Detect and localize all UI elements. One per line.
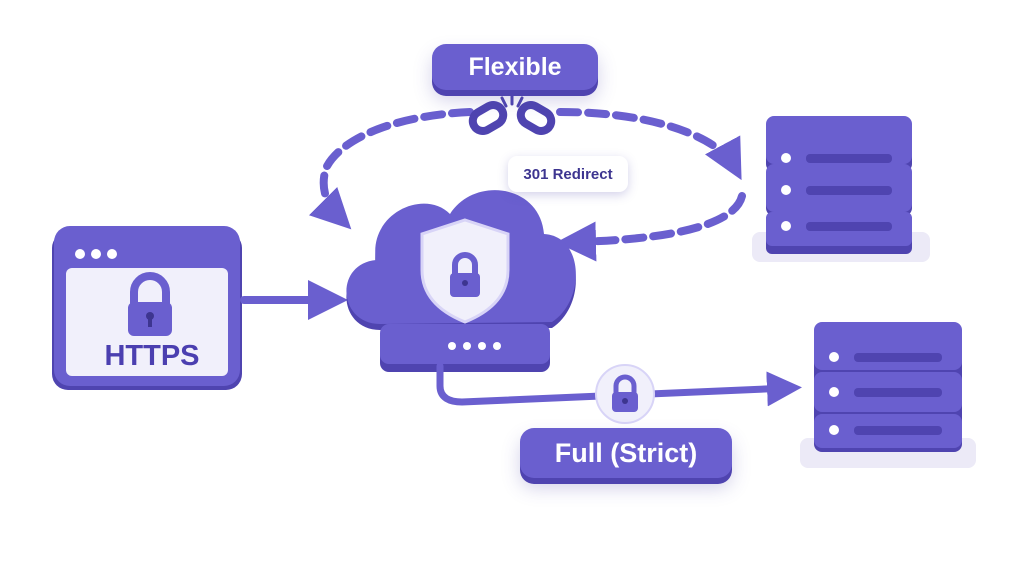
strict-path [436,362,802,407]
router-icon [380,324,550,372]
broken-chain-icon [468,92,556,135]
redirect-label: 301 Redirect [508,156,628,192]
server-icon [800,322,976,468]
shield-icon [420,218,510,324]
flexible-mode-label: Flexible [432,44,598,90]
padlock-icon [595,364,655,424]
flexible-loop [308,108,746,262]
https-label: HTTPS [104,339,200,372]
server-icon [752,116,930,262]
padlock-icon [128,272,172,336]
full-strict-mode-label: Full (Strict) [520,428,732,478]
